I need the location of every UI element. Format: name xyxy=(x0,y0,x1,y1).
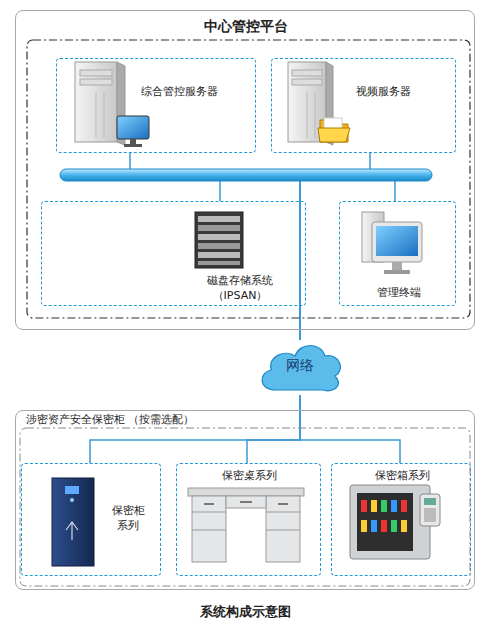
server-tower xyxy=(288,62,333,145)
server-box: 视频服务器 xyxy=(271,58,456,153)
inner-frame xyxy=(27,40,470,318)
node-label: 综合管控服务器 xyxy=(141,85,253,100)
network-bus xyxy=(60,169,432,181)
server-tower xyxy=(75,62,125,145)
monitor-icon xyxy=(117,116,149,147)
folder-icon xyxy=(318,118,350,142)
desk-icon xyxy=(188,488,304,562)
network-link xyxy=(247,395,300,463)
node-label: 保密柜 系列 xyxy=(106,504,150,534)
node-label: 磁盘存储系统 （IPSAN） xyxy=(192,274,288,304)
terminal-icon xyxy=(362,212,422,274)
node-label: 管理终端 xyxy=(340,286,457,301)
node-label: 涉密资产安全保密柜 （按需选配） xyxy=(26,413,426,428)
key-box-icon xyxy=(350,485,440,559)
cabinet-icon xyxy=(52,478,94,566)
platform-group: 中心管控平台综合管控服务器 视频服务器磁盘存储系统 （IPSAN） 管理终端 xyxy=(15,10,475,330)
network-link xyxy=(130,153,300,340)
storage-box: 磁盘存储系统 （IPSAN） xyxy=(41,201,306,306)
network-link xyxy=(220,175,300,340)
network-link xyxy=(300,395,400,463)
disk-array xyxy=(195,212,243,268)
figure-caption: 系统构成示意图 xyxy=(0,603,490,621)
device-box: 保密桌系列 xyxy=(176,463,321,576)
network-link xyxy=(300,175,395,340)
cabinet-group: 涉密资产安全保密柜 （按需选配） 保密柜 系列 保密桌系列保密箱系列 xyxy=(15,410,475,590)
device-box: 保密箱系列 xyxy=(331,463,471,576)
network-cloud: 网络 xyxy=(255,340,345,395)
network-link xyxy=(300,153,370,340)
node-label: 中心管控平台 xyxy=(16,17,476,36)
node-label: 视频服务器 xyxy=(356,85,452,100)
inner-frame xyxy=(20,428,470,586)
terminal-box: 管理终端 xyxy=(339,201,456,306)
server-box: 综合管控服务器 xyxy=(56,58,256,153)
device-box: 保密柜 系列 xyxy=(21,463,161,576)
network-link xyxy=(90,395,300,463)
node-label: 保密桌系列 xyxy=(177,469,322,484)
node-label: 网络 xyxy=(255,356,345,375)
node-label: 保密箱系列 xyxy=(332,469,472,484)
